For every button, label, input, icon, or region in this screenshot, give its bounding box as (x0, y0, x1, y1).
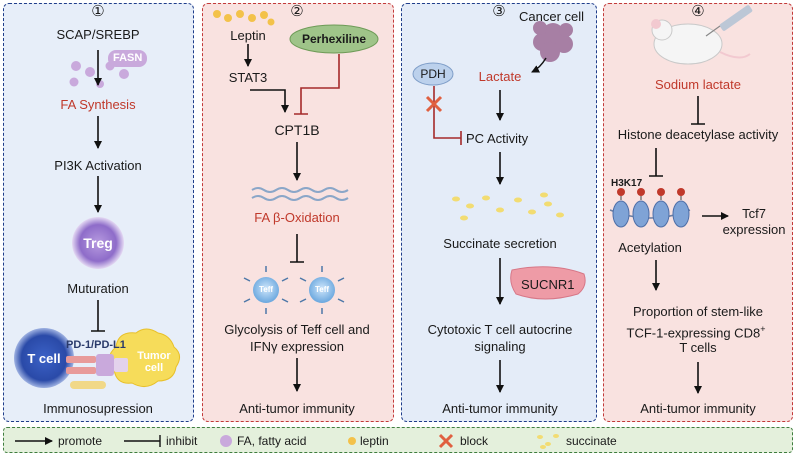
tcf7-expression-label: expression (722, 222, 786, 237)
teff-cell-right-icon (299, 266, 345, 314)
leptin-label: Leptin (230, 28, 266, 43)
muturation-label: Muturation (67, 281, 129, 296)
teff-right-label: Teff (314, 285, 330, 294)
perhexiline-cloud (289, 24, 379, 54)
panel-fa-oxidation (202, 3, 394, 422)
pi3k-activation-label: PI3K Activation (54, 158, 142, 173)
legend-block-label: block (460, 434, 489, 448)
sucnr1-receptor-icon (510, 266, 586, 300)
panel4-number: ④ (691, 3, 705, 20)
scap-srebp-label: SCAP/SREBP (56, 27, 140, 42)
pdh-label: PDH (420, 67, 446, 81)
pc-activity-label: PC Activity (466, 131, 529, 146)
pdh-ellipse (412, 62, 454, 86)
cd8-superscript: + (760, 324, 766, 334)
nucleosome-icon (609, 188, 691, 228)
legend-inhibit-symbol (124, 435, 161, 447)
fa-molecules-icon (251, 187, 349, 201)
legend-inhibit-label: inhibit (166, 434, 198, 448)
inhibit-hdac-acetylation (649, 148, 663, 177)
succinate-dots (452, 192, 564, 221)
succinate-secretion-label: Succinate secretion (443, 236, 557, 251)
legend-fa-label: FA, fatty acid (237, 434, 307, 448)
glycolysis-label-line1: Glycolysis of Teff cell and (224, 322, 370, 337)
panel2-number: ② (290, 3, 304, 20)
legend-succinate-dots (537, 434, 559, 449)
panel1-number: ① (91, 3, 105, 20)
sodium-lactate-label: Sodium lactate (655, 77, 741, 92)
perhexiline-label: Perhexiline (301, 32, 367, 46)
arrow-cancer-lactate (531, 57, 547, 73)
fa-beta-oxidation-label: FA β-Oxidation (254, 210, 340, 225)
t-cell-icon (14, 328, 74, 388)
proportion-label-line3: T cells (679, 340, 717, 355)
panel3-number: ③ (492, 3, 506, 20)
pd1-pdl1-receptor-icon (66, 354, 128, 389)
legend-leptin-dot (348, 437, 356, 445)
tcf7-label: Tcf7 (742, 206, 766, 221)
anti-tumor-label-2: Anti-tumor immunity (239, 401, 355, 416)
cancer-cell-label: Cancer cell (519, 9, 585, 24)
mouse-syringe-icon (651, 5, 753, 65)
treg-cell-icon (72, 217, 124, 269)
inhibit-lactate-hdac (691, 96, 705, 125)
h3k17-label: H3K17 (611, 178, 643, 189)
anti-tumor-label-3: Anti-tumor immunity (442, 401, 558, 416)
anti-tumor-label-4: Anti-tumor immunity (640, 401, 756, 416)
legend-leptin-label: leptin (360, 434, 389, 448)
treg-label: Treg (83, 235, 113, 251)
immunosupression-label: Immunosupression (43, 401, 153, 416)
tumor-cell-icon (109, 328, 180, 387)
cytotoxic-label-line1: Cytotoxic T cell autocrine (427, 322, 573, 337)
pd1-pdl1-label: PD-1/PD-L1 (66, 339, 126, 351)
hdac-activity-label: Histone deacetylase activity (617, 127, 779, 142)
legend-block-x (438, 433, 454, 449)
proportion-label-line2: TCF-1-expressing CD8+ (627, 322, 766, 340)
t-cell-label: T cell (27, 351, 61, 366)
legend-promote-label: promote (58, 434, 103, 448)
legend-succinate-label: succinate (566, 434, 617, 448)
arrow-stat3-cpt1b (250, 89, 289, 113)
legend-fa-dot (220, 435, 232, 447)
fasn-label: FASN (108, 50, 148, 67)
teff-cell-left-icon (243, 266, 289, 314)
lactate-label: Lactate (478, 69, 522, 84)
sucnr1-label: SUCNR1 (521, 277, 575, 292)
leptin-dots (213, 10, 275, 26)
cancer-cell-cluster-icon (533, 21, 573, 62)
glycolysis-label-line2: IFNγ expression (250, 339, 344, 354)
tumor-cell-label: Tumor cell (137, 350, 171, 374)
legend-box (3, 427, 793, 453)
stat3-label: STAT3 (228, 70, 268, 85)
teff-left-label: Teff (258, 285, 274, 294)
cytotoxic-label-line2: signaling (474, 339, 526, 354)
block-x-icon (425, 95, 443, 113)
inhibit-mut-pd (91, 300, 105, 332)
proportion-label-line2-text: TCF-1-expressing CD8 (626, 325, 761, 341)
proportion-label-line1: Proportion of stem-like (632, 304, 764, 319)
fa-synthesis-label: FA Synthesis (60, 97, 136, 112)
inhibit-perhexiline-cpt1b (294, 54, 340, 115)
inhibit-fao-teff (290, 234, 304, 263)
cpt1b-label: CPT1B (274, 122, 320, 138)
inhibit-pdh-pc (433, 86, 462, 145)
acetylation-label: Acetylation (618, 240, 682, 255)
